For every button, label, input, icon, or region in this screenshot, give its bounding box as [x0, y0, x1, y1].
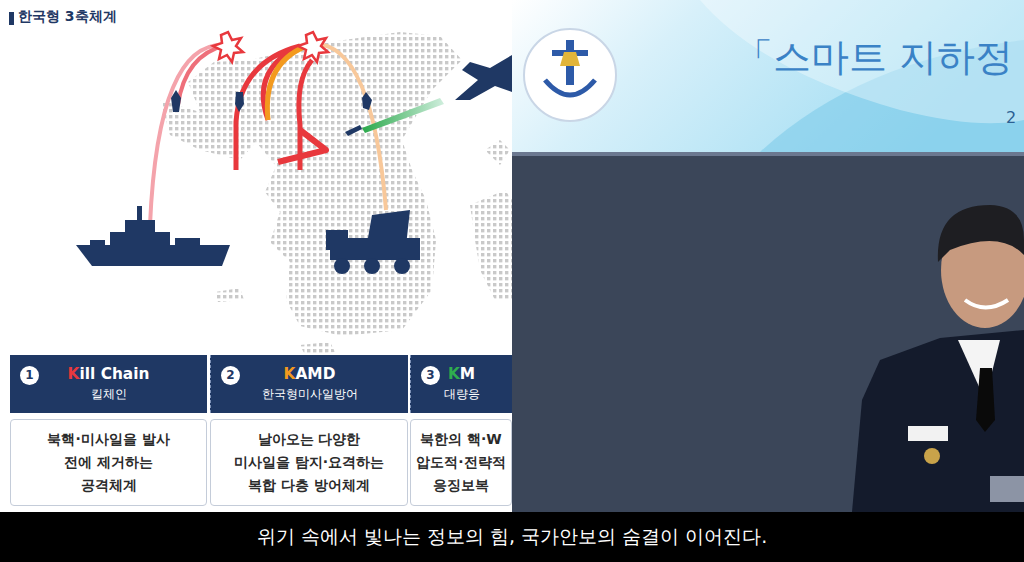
description-text: 북핵·미사일을 발사 전에 제거하는 공격체계: [43, 428, 175, 497]
description-box: 북한의 핵·W 압도적·전략적 응징보복: [410, 419, 512, 506]
diagram-title: 한국형 3축체계: [18, 8, 117, 26]
subtitle: 위기 속에서 빛나는 정보의 힘, 국가안보의 숨결이 이어진다.: [257, 524, 767, 550]
warship: [76, 206, 230, 266]
fighter-jet: [455, 55, 512, 100]
header-band: 3KM대량응: [410, 355, 512, 413]
subtitle-bar: [0, 512, 1024, 562]
banner-text: 2: [1006, 108, 1016, 127]
description-text: 날아오는 다양한 미사일을 탐지·요격하는 복합 다층 방어체계: [229, 428, 389, 497]
system-column: 1Kill Chain킬체인북핵·미사일을 발사 전에 제거하는 공격체계: [10, 355, 207, 506]
system-subtitle: 대량응: [411, 385, 512, 403]
dotted-map: [160, 32, 512, 355]
callout-number: 1: [20, 366, 39, 385]
missile-trail: [362, 98, 444, 133]
accent-letter: K: [448, 365, 460, 383]
trajectory: [150, 45, 226, 225]
accent-letter: K: [284, 365, 296, 383]
explosion: [213, 32, 328, 62]
system-name: Kill Chain: [10, 363, 207, 385]
name-rest: AMD: [295, 365, 335, 383]
callout-number: 3: [421, 366, 440, 385]
name-rest: ill Chain: [79, 365, 149, 383]
panel-ground: [0, 0, 512, 512]
banner-text: 「스마트 지하정: [735, 32, 1013, 83]
accent-letter: K: [68, 365, 80, 383]
launcher-truck: [326, 210, 420, 274]
system-column: 3KM대량응북한의 핵·W 압도적·전략적 응징보복: [410, 355, 512, 506]
system-subtitle: 킬체인: [10, 385, 207, 403]
photo: [512, 0, 1024, 512]
description-box: 날아오는 다양한 미사일을 탐지·요격하는 복합 다층 방어체계: [210, 419, 408, 506]
system-name: KM: [411, 363, 512, 385]
system-name: KAMD: [211, 363, 408, 385]
system-subtitle: 한국형미사일방어: [211, 385, 408, 403]
name-rest: M: [460, 365, 475, 383]
header-band: 2KAMD한국형미사일방어: [210, 355, 408, 413]
description-box: 북핵·미사일을 발사 전에 제거하는 공격체계: [10, 419, 207, 506]
trajectory: [178, 45, 226, 105]
callout-number: 2: [221, 366, 240, 385]
description-text: 북한의 핵·W 압도적·전략적 응징보복: [415, 428, 507, 497]
launcher: [278, 130, 326, 162]
title-bullet: [9, 12, 14, 25]
missile-icon: [171, 90, 372, 136]
header-band: 1Kill Chain킬체인: [10, 355, 207, 413]
system-column: 2KAMD한국형미사일방어날아오는 다양한 미사일을 탐지·요격하는 복합 다층…: [210, 355, 408, 506]
